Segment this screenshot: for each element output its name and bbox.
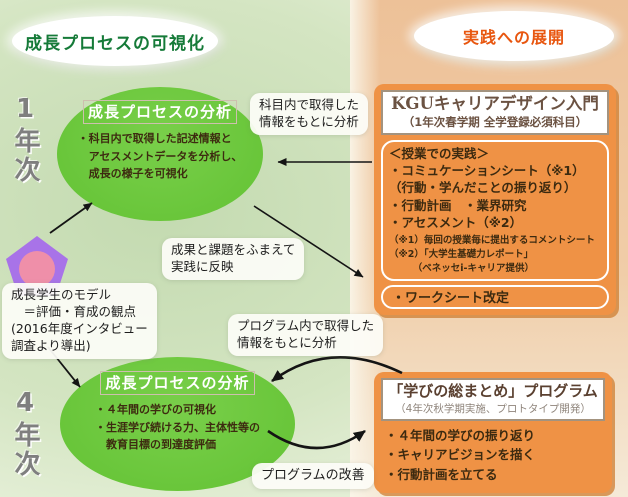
program-subtitle: （4年次秋学期実施、プロトタイプ開発）	[395, 402, 591, 415]
section-title-practice: 実践への展開	[414, 11, 614, 61]
ellipse4-bullets: ・４年間の学びの可視化 ・生涯学び続ける力、主体性等の 教育目標の到達度評価	[95, 401, 260, 454]
class-practice-box: ＜授業での実践＞ ・コミュケーションシート（※1） （行動・学んだことの振り返り…	[381, 139, 609, 282]
ellipse1-title: 成長プロセスの分析	[82, 100, 237, 124]
label-improve-program: プログラムの改善	[252, 463, 374, 489]
practice-item: ・行動計画 ・業界研究	[389, 197, 527, 213]
label-reflect-practice: 成果と課題をふまえて 実践に反映	[162, 238, 305, 280]
model-note-line: 成長学生のモデル	[11, 287, 112, 302]
label-line: プログラムの改善	[261, 468, 365, 483]
ellipse1-bullets: ・科目内で取得した記述情報と アセスメントデータを分析し、 成長の様子を可視化	[78, 130, 243, 183]
practice-item: （行動・学んだことの振り返り）	[389, 180, 577, 196]
growth-analysis-ellipse-year4: 成長プロセスの分析 ・４年間の学びの可視化 ・生涯学び続ける力、主体性等の 教育…	[60, 357, 295, 491]
course-title: KGUキャリアデザイン入門	[391, 94, 599, 113]
model-note-line: ＝評価・育成の観点	[11, 303, 137, 319]
ellipse4-line: ・４年間の学びの可視化	[95, 403, 216, 416]
program-item: ・キャリアビジョンを描く	[385, 447, 536, 463]
ellipse4-line: 教育目標の到達度評価	[95, 438, 216, 452]
practice-note: （ベネッセi-キャリア提供）	[389, 262, 534, 274]
label-line: 実践に反映	[171, 258, 234, 274]
practice-item: ・コミュケーションシート（※1）	[389, 163, 585, 179]
program-items: ・４年間の学びの振り返り ・キャリアビジョンを描く ・行動計画を立てる	[381, 421, 605, 487]
ellipse4-line: ・生涯学び続ける力、主体性等の	[95, 420, 260, 434]
year4-label: 4年次	[10, 388, 40, 479]
practice-note: （※1）毎回の授業毎に提出するコメントシート	[389, 235, 595, 247]
practice-heading: ＜授業での実践＞	[389, 145, 490, 161]
ellipse4-title: 成長プロセスの分析	[100, 371, 255, 395]
model-note-line: (2016年度インタビュー	[11, 320, 148, 336]
program-box-summary: 「学びの総まとめ」プログラム （4年次秋学期実施、プロトタイプ開発） ・４年間の…	[374, 372, 612, 493]
pentagon-model-icon	[6, 236, 68, 296]
section-title-growth: 成長プロセスの可視化	[12, 16, 218, 66]
label-line: 科目内で取得した	[259, 97, 360, 112]
worksheet-revision-pill: ・ワークシート改定	[381, 285, 609, 310]
ellipse1-line: アセスメントデータを分析し、	[77, 149, 243, 163]
label-analyze-course: 科目内で取得した 情報をもとに分析	[250, 93, 369, 135]
course-subtitle: （1年次春学期 全学登録必須科目）	[402, 114, 588, 129]
model-note: 成長学生のモデル ＝評価・育成の観点 (2016年度インタビュー 調査より導出)	[2, 283, 157, 359]
label-line: 情報をもとに分析	[237, 334, 337, 350]
course-box-header: KGUキャリアデザイン入門 （1年次春学期 全学登録必須科目）	[381, 90, 609, 135]
label-line: 成果と課題をふまえて	[171, 242, 296, 257]
program-item: ・４年間の学びの振り返り	[385, 427, 536, 443]
program-title: 「学びの総まとめ」プログラム	[388, 382, 598, 400]
year1-label: 1年次	[10, 94, 40, 185]
practice-note: （※2）「大学生基礎力レポート」	[389, 248, 534, 260]
course-box-kgu: KGUキャリアデザイン入門 （1年次春学期 全学登録必須科目） ＜授業での実践＞…	[374, 84, 616, 316]
growth-analysis-ellipse-year1: 成長プロセスの分析 ・科目内で取得した記述情報と アセスメントデータを分析し、 …	[57, 87, 263, 221]
label-line: プログラム内で取得した	[237, 318, 375, 333]
ellipse1-line: ・科目内で取得した記述情報と	[77, 132, 232, 145]
pentagon-core-circle	[19, 251, 55, 287]
label-line: 情報をもとに分析	[259, 113, 359, 129]
practice-item: ・アセスメント（※2）	[389, 214, 523, 230]
program-item: ・行動計画を立てる	[385, 466, 498, 482]
label-analyze-program: プログラム内で取得した 情報をもとに分析	[228, 314, 384, 356]
model-note-line: 調査より導出)	[11, 337, 91, 353]
ellipse1-line: 成長の様子を可視化	[77, 167, 188, 181]
program-box-header: 「学びの総まとめ」プログラム （4年次秋学期実施、プロトタイプ開発）	[381, 378, 605, 421]
